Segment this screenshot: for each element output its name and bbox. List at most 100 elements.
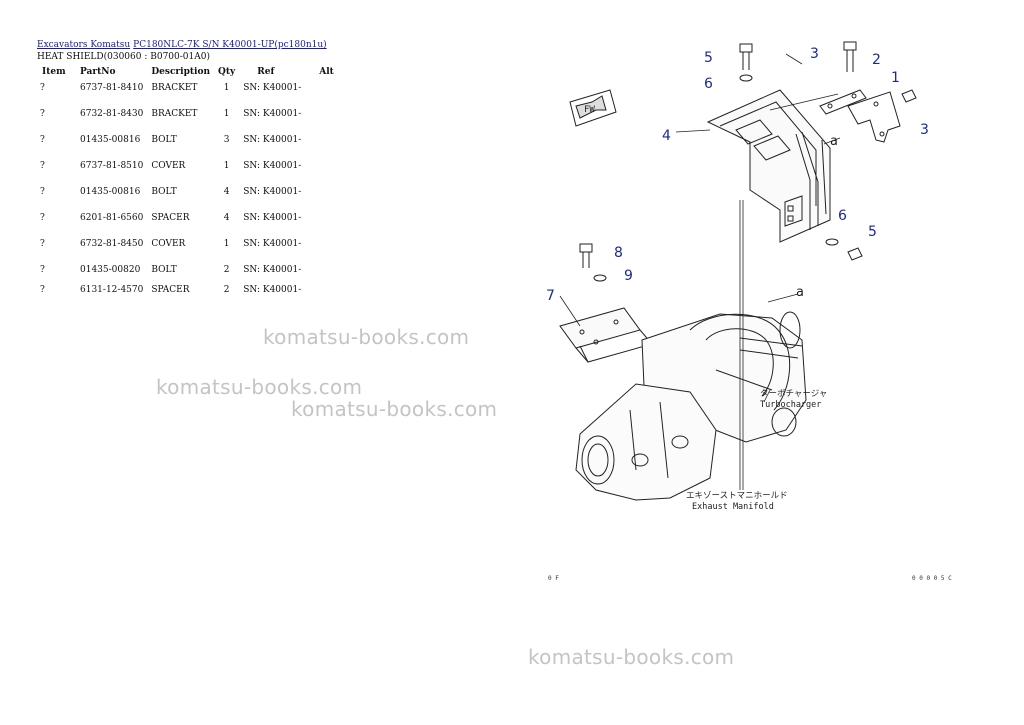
cell-qty: 4 bbox=[223, 187, 230, 197]
cell-description: BOLT bbox=[151, 135, 177, 145]
callout-8: 8 bbox=[614, 245, 623, 261]
cell-qty: 1 bbox=[223, 83, 230, 93]
small-bracket-drawing bbox=[819, 89, 867, 115]
cell-partno: 01435-00820 bbox=[80, 265, 141, 275]
cell-alt bbox=[315, 187, 343, 213]
cell-partno: 6737-81-8510 bbox=[80, 161, 144, 171]
header-partno: PartNo bbox=[80, 67, 116, 77]
header-ref: Ref bbox=[257, 67, 275, 77]
breadcrumb-model-link[interactable]: PC180NLC-7K S/N K40001-UP(pc180n1u) bbox=[133, 40, 327, 50]
cell-qty: 2 bbox=[223, 285, 230, 295]
cell-item: ? bbox=[40, 109, 45, 119]
ref-letter-a-2: a bbox=[796, 285, 804, 300]
cell-item: ? bbox=[40, 161, 45, 171]
cell-alt bbox=[315, 239, 343, 265]
figure-code-right: 0 0 0 0 5 C bbox=[912, 575, 952, 582]
ref-letter-a: a bbox=[830, 134, 838, 149]
cell-item: ? bbox=[40, 213, 45, 223]
cell-ref: SN: K40001- bbox=[243, 161, 302, 171]
cell-qty: 1 bbox=[223, 109, 230, 119]
cell-partno: 6732-81-8450 bbox=[80, 239, 144, 249]
angle-bracket-drawing bbox=[847, 91, 901, 143]
cell-ref: SN: K40001- bbox=[243, 239, 302, 249]
callout-1: 1 bbox=[891, 70, 900, 86]
cell-description: BRACKET bbox=[151, 83, 198, 93]
cell-item: ? bbox=[40, 265, 45, 275]
watermark: komatsu-books.com bbox=[528, 645, 735, 669]
watermark: komatsu-books.com bbox=[156, 375, 363, 399]
cell-partno: 6732-81-8430 bbox=[80, 109, 144, 119]
manifold-jp-label: エキゾーストマニホールド bbox=[686, 491, 788, 501]
callout-4: 4 bbox=[662, 128, 671, 144]
cell-ref: SN: K40001- bbox=[243, 285, 302, 295]
table-row: ? 01435-00816 BOLT 3 SN: K40001- bbox=[36, 135, 343, 161]
forward-mark-label: FW bbox=[584, 105, 595, 115]
table-row: ? 6737-81-8410 BRACKET 1 SN: K40001- bbox=[36, 83, 343, 109]
cell-item: ? bbox=[40, 135, 45, 145]
cell-alt bbox=[315, 83, 343, 109]
callout-7: 7 bbox=[546, 288, 555, 304]
cell-ref: SN: K40001- bbox=[243, 109, 302, 119]
callout-6b: 6 bbox=[838, 208, 847, 224]
page-title: HEAT SHIELD(030060 : B0700-01A0) bbox=[37, 52, 210, 62]
header-qty: Qty bbox=[218, 67, 236, 77]
turbocharger-en-label: Turbocharger bbox=[760, 400, 821, 410]
figure-code-left: 0 F bbox=[548, 575, 559, 582]
cell-item: ? bbox=[40, 187, 45, 197]
cell-description: COVER bbox=[151, 161, 186, 171]
cell-alt bbox=[315, 285, 343, 311]
cell-ref: SN: K40001- bbox=[243, 265, 302, 275]
cell-description: SPACER bbox=[151, 285, 190, 295]
cell-alt bbox=[315, 265, 343, 285]
table-header-row: Item PartNo Description Qty Ref Alt bbox=[36, 64, 343, 83]
cell-qty: 2 bbox=[223, 265, 230, 275]
header-description: Description bbox=[151, 67, 210, 77]
cell-partno: 6131-12-4570 bbox=[80, 285, 144, 295]
parts-table: Item PartNo Description Qty Ref Alt ? 67… bbox=[36, 64, 343, 311]
table-row: ? 6201-81-6560 SPACER 4 SN: K40001- bbox=[36, 213, 343, 239]
turbocharger-jp-label: ターボチャージャ bbox=[760, 389, 827, 399]
manifold-en-label: Exhaust Manifold bbox=[692, 502, 774, 512]
cell-ref: SN: K40001- bbox=[243, 213, 302, 223]
callout-5b: 5 bbox=[868, 224, 877, 240]
cell-qty: 1 bbox=[223, 239, 230, 249]
cell-description: BRACKET bbox=[151, 109, 198, 119]
cell-item: ? bbox=[40, 285, 45, 295]
header-alt: Alt bbox=[319, 67, 334, 77]
callout-3b: 3 bbox=[920, 122, 929, 138]
cell-qty: 1 bbox=[223, 161, 230, 171]
cell-description: COVER bbox=[151, 239, 186, 249]
table-row: ? 6732-81-8450 COVER 1 SN: K40001- bbox=[36, 239, 343, 265]
cell-partno: 6737-81-8410 bbox=[80, 83, 144, 93]
cell-description: SPACER bbox=[151, 213, 190, 223]
cell-description: BOLT bbox=[151, 265, 177, 275]
bolt-drawing bbox=[579, 41, 917, 268]
exhaust-manifold-drawing bbox=[575, 383, 717, 501]
cover-plate-drawing bbox=[559, 307, 653, 363]
cell-partno: 01435-00816 bbox=[80, 187, 141, 197]
cell-partno: 01435-00816 bbox=[80, 135, 141, 145]
cell-partno: 6201-81-6560 bbox=[80, 213, 144, 223]
cell-alt bbox=[315, 213, 343, 239]
cell-ref: SN: K40001- bbox=[243, 83, 302, 93]
callout-2: 2 bbox=[872, 52, 881, 68]
cell-ref: SN: K40001- bbox=[243, 187, 302, 197]
cell-qty: 3 bbox=[223, 135, 230, 145]
leader-lines bbox=[559, 53, 841, 490]
table-row: ? 01435-00816 BOLT 4 SN: K40001- bbox=[36, 187, 343, 213]
bracket-part-drawing bbox=[706, 89, 831, 243]
watermark: komatsu-books.com bbox=[263, 325, 470, 349]
cell-description: BOLT bbox=[151, 187, 177, 197]
watermark: komatsu-books.com bbox=[291, 397, 498, 421]
cell-alt bbox=[315, 135, 343, 161]
callout-3: 3 bbox=[810, 46, 819, 62]
breadcrumb-category-link[interactable]: Excavators Komatsu bbox=[37, 40, 131, 50]
cell-qty: 4 bbox=[223, 213, 230, 223]
table-row: ? 6131-12-4570 SPACER 2 SN: K40001- bbox=[36, 285, 343, 311]
cell-alt bbox=[315, 109, 343, 135]
table-row: ? 6737-81-8510 COVER 1 SN: K40001- bbox=[36, 161, 343, 187]
cell-item: ? bbox=[40, 239, 45, 249]
parts-diagram: 5 3 2 1 3 6 4 6 5 8 9 7 a a FW ターボチャージャ … bbox=[546, 41, 952, 582]
cell-alt bbox=[315, 161, 343, 187]
callout-5: 5 bbox=[704, 50, 713, 66]
